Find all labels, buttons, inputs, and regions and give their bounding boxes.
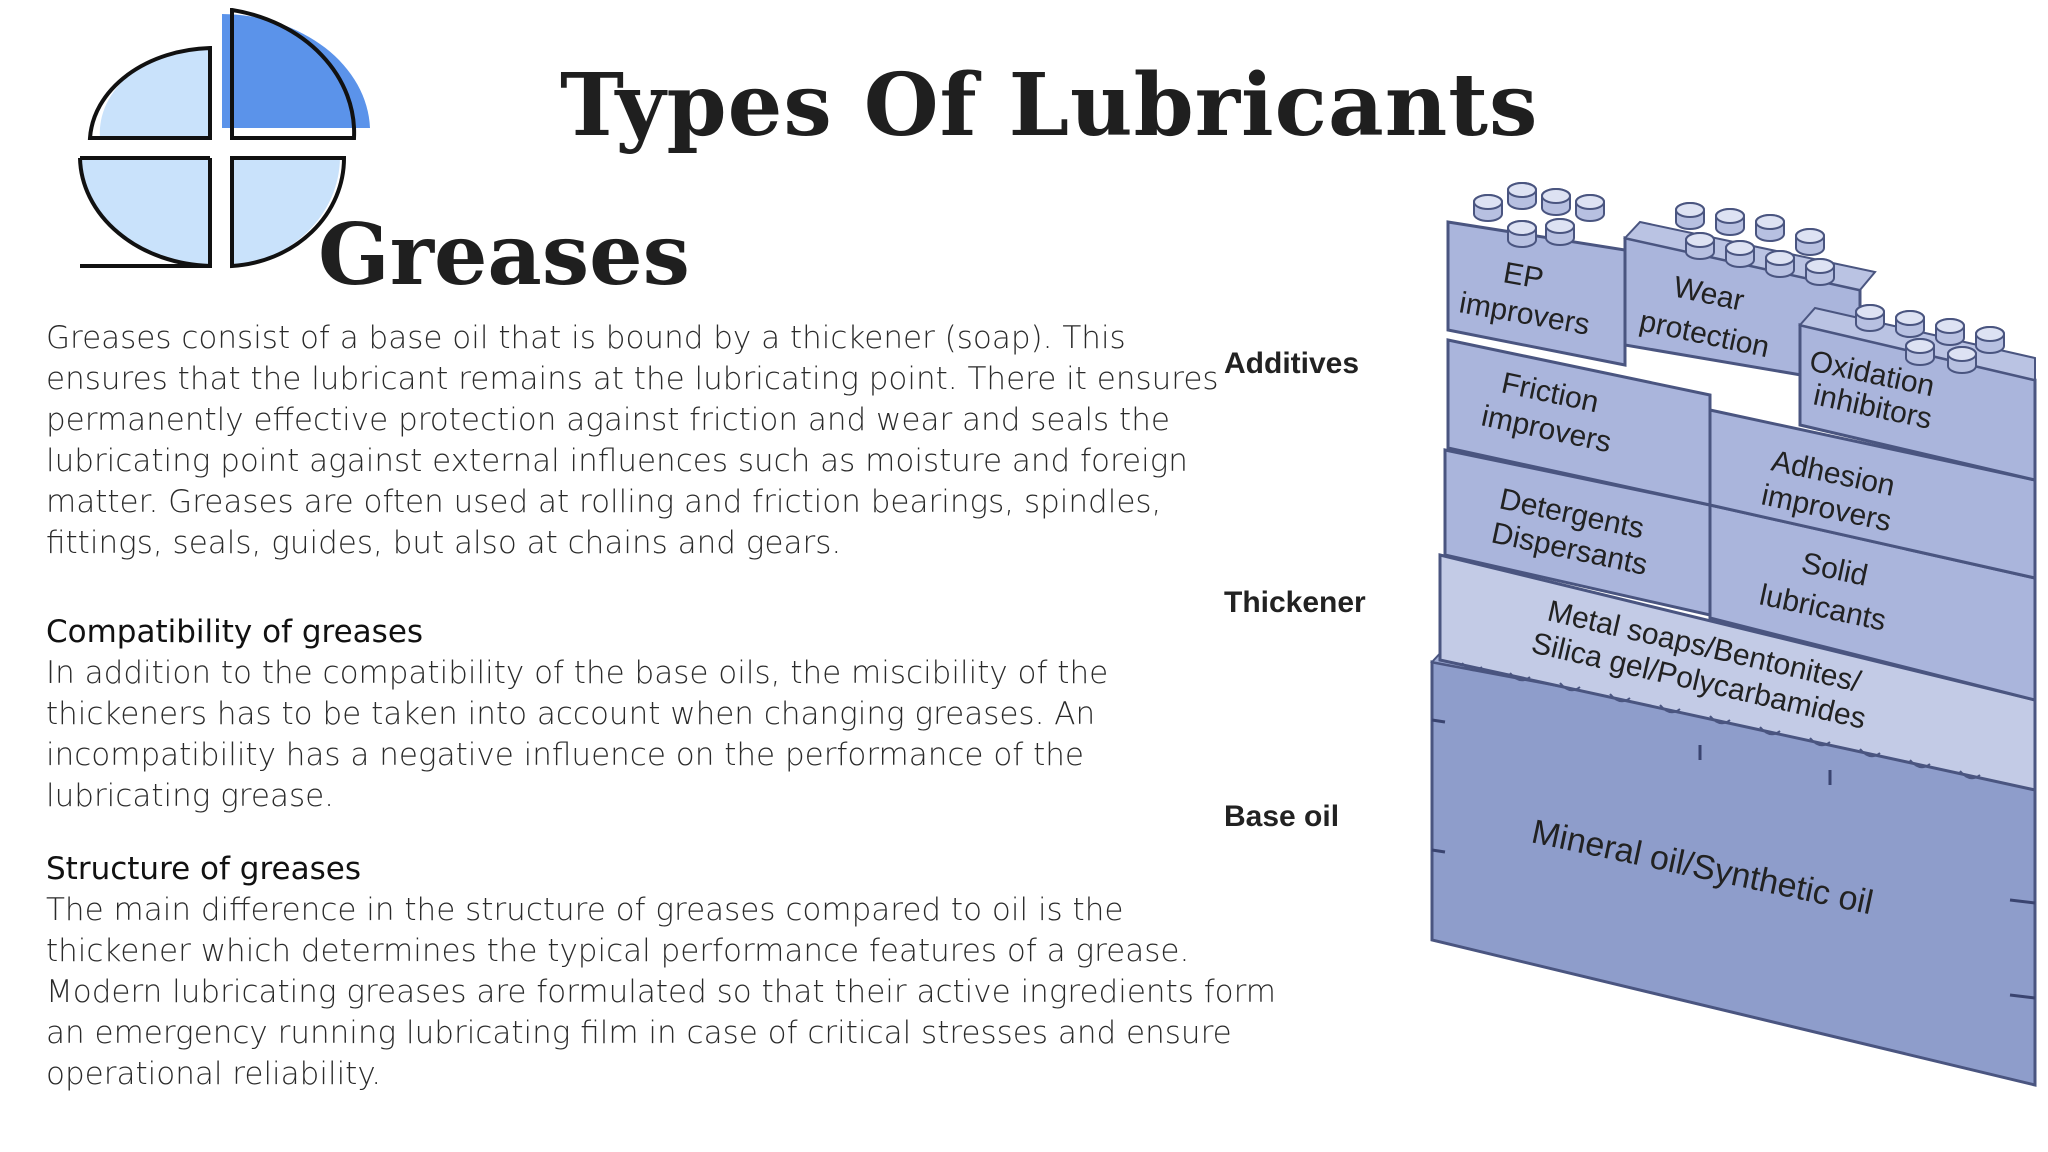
solid-lubricants-block: Solid lubricants [1708,503,2037,702]
ep-improvers-block: EP improvers [1446,220,1627,367]
adhesion-improvers-block: Adhesion improvers [1708,408,2037,580]
page-title: Types Of Lubricants [560,55,1539,156]
intro-paragraph: Greases consist of a base oil that is bo… [46,320,1219,561]
structure-paragraph: The main difference in the structure of … [46,892,1277,1092]
grease-structure-diagram: Mineral oil/Synthetic oil Metal soaps/Be… [1224,182,2037,1087]
structure-heading: Structure of greases [46,851,361,887]
compatibility-heading: Compatibility of greases [46,614,424,650]
base-oil-label: Base oil [1224,800,1339,833]
thickener-label: Thickener [1224,586,1366,619]
compatibility-paragraph: In addition to the compatibility of the … [46,655,1109,814]
ep-block-label-line1: EP [1501,256,1546,295]
friction-improvers-block: Friction improvers [1446,338,1712,507]
quartered-circle-logo-icon [78,8,370,269]
section-title: Greases [318,205,690,304]
additives-label: Additives [1224,347,1359,380]
